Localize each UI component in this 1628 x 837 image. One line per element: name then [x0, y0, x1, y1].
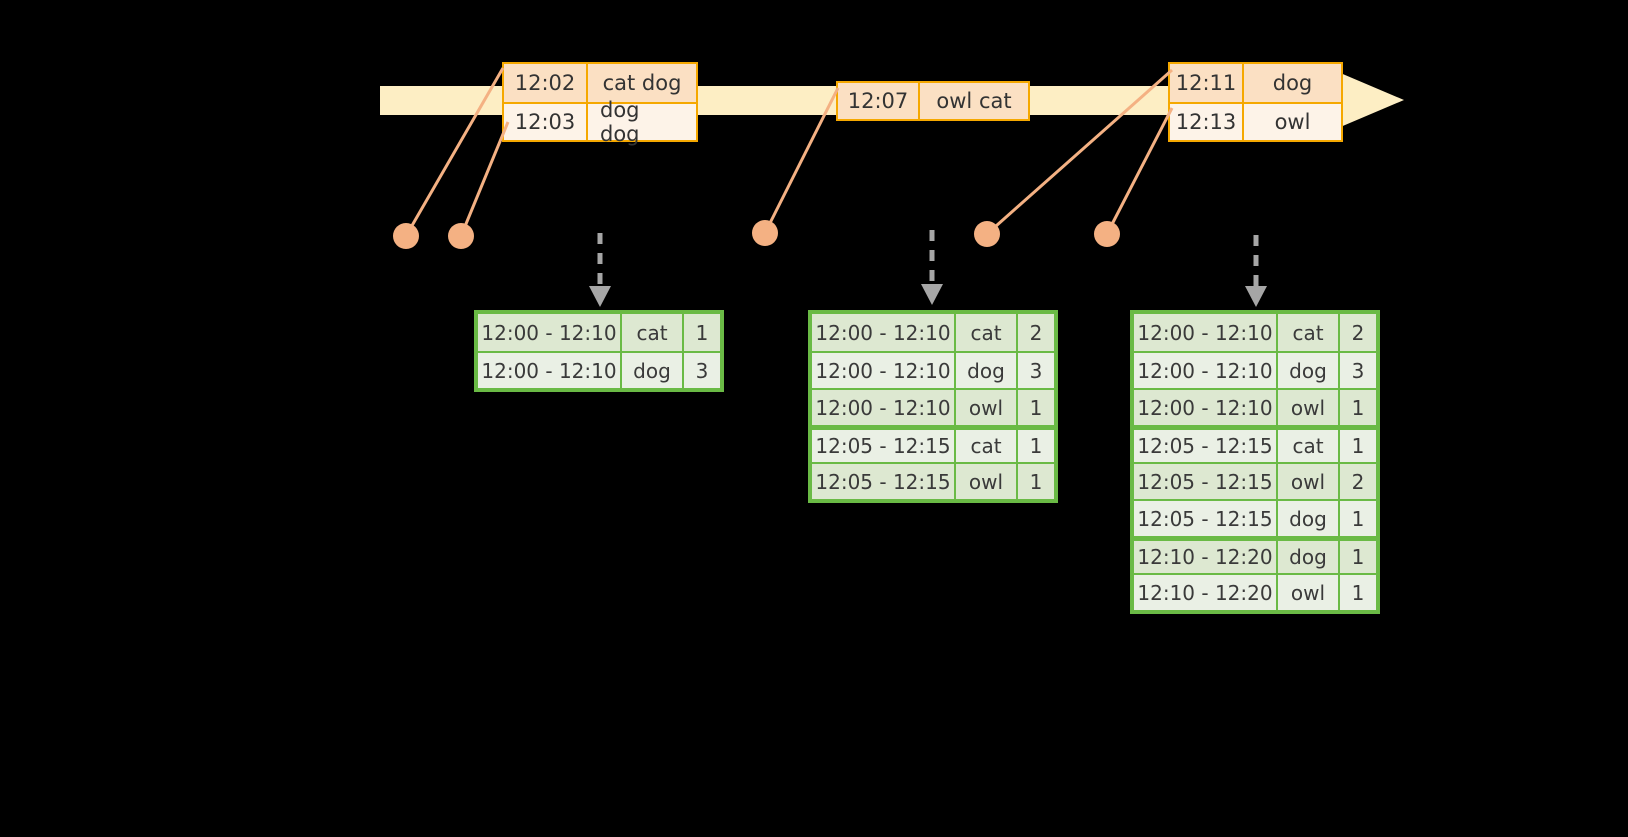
cell-window: 12:05 - 12:15	[1134, 501, 1278, 536]
cell-count: 2	[1029, 320, 1043, 345]
event-row: 12:07 owl cat	[838, 83, 1028, 119]
event-group-2[interactable]: 12:07 owl cat	[836, 81, 1030, 121]
cell-word: owl	[1278, 464, 1340, 499]
dot-1203	[448, 223, 474, 249]
cell-count: 3	[695, 358, 709, 383]
dot-1211	[974, 221, 1000, 247]
cell-window: 12:05 - 12:15	[1134, 464, 1278, 499]
cell-count: 1	[1351, 545, 1365, 569]
event-time: 12:03	[504, 104, 588, 140]
event-time: 12:11	[1170, 64, 1244, 102]
cell-word: dog	[956, 353, 1018, 388]
event-words: owl cat	[936, 89, 1012, 113]
cell-word: dog	[1278, 501, 1340, 536]
cell-word: cat	[956, 430, 1018, 462]
event-time: 12:07	[838, 83, 920, 119]
dot-1202	[393, 223, 419, 249]
cell-count: 1	[1029, 395, 1043, 420]
event-group-3[interactable]: 12:11 dog 12:13 owl	[1168, 62, 1343, 142]
cell-window: 12:10 - 12:20	[1134, 541, 1278, 573]
cell-window: 12:00 - 12:10	[1134, 353, 1278, 388]
cell-window: 12:00 - 12:10	[812, 390, 956, 425]
timeline-arrowhead-icon	[1338, 72, 1404, 128]
cell-count: 1	[1351, 580, 1365, 605]
event-words: owl	[1274, 110, 1311, 134]
cell-window: 12:10 - 12:20	[1134, 575, 1278, 610]
cell-word: owl	[956, 464, 1018, 499]
cell-word: dog	[1278, 541, 1340, 573]
event-words: dog	[1272, 71, 1313, 95]
dashed-arrows	[597, 230, 1259, 286]
event-time: 12:02	[504, 64, 588, 102]
cell-window: 12:05 - 12:15	[812, 430, 956, 462]
cell-window: 12:00 - 12:10	[478, 314, 622, 351]
cell-count: 1	[1351, 434, 1365, 458]
event-row: 12:03 dog dog	[504, 98, 696, 146]
cell-window: 12:05 - 12:15	[812, 464, 956, 499]
cell-count: 2	[1351, 469, 1365, 494]
cell-count: 3	[1351, 358, 1365, 383]
cell-count: 1	[1351, 506, 1365, 531]
cell-word: cat	[956, 314, 1018, 351]
dot-1207	[752, 220, 778, 246]
cell-count: 1	[1029, 434, 1043, 458]
cell-count: 1	[695, 320, 709, 345]
cell-word: dog	[1278, 353, 1340, 388]
cell-word: owl	[956, 390, 1018, 425]
event-time: 12:13	[1170, 104, 1244, 140]
cell-window: 12:00 - 12:10	[478, 353, 622, 388]
event-words: cat dog	[602, 71, 682, 95]
cell-word: dog	[622, 353, 684, 388]
event-row: 12:02 cat dog	[504, 64, 696, 102]
cell-count: 1	[1351, 395, 1365, 420]
event-row: 12:13 owl	[1170, 102, 1341, 140]
cell-window: 12:00 - 12:10	[1134, 390, 1278, 425]
cell-word: cat	[622, 314, 684, 351]
cell-count: 2	[1351, 320, 1365, 345]
event-group-1[interactable]: 12:02 cat dog 12:03 dog dog	[502, 62, 698, 146]
cell-word: cat	[1278, 314, 1340, 351]
arrowheads	[589, 284, 1267, 307]
event-words: dog dog	[600, 98, 640, 146]
cell-window: 12:00 - 12:10	[812, 314, 956, 351]
cell-word: owl	[1278, 575, 1340, 610]
cell-window: 12:00 - 12:10	[1134, 314, 1278, 351]
cell-window: 12:00 - 12:10	[812, 353, 956, 388]
event-row: 12:11 dog	[1170, 64, 1341, 102]
cell-window: 12:05 - 12:15	[1134, 430, 1278, 462]
cell-word: cat	[1278, 430, 1340, 462]
cell-count: 3	[1029, 358, 1043, 383]
dot-1213	[1094, 221, 1120, 247]
cell-count: 1	[1029, 469, 1043, 494]
cell-word: owl	[1278, 390, 1340, 425]
